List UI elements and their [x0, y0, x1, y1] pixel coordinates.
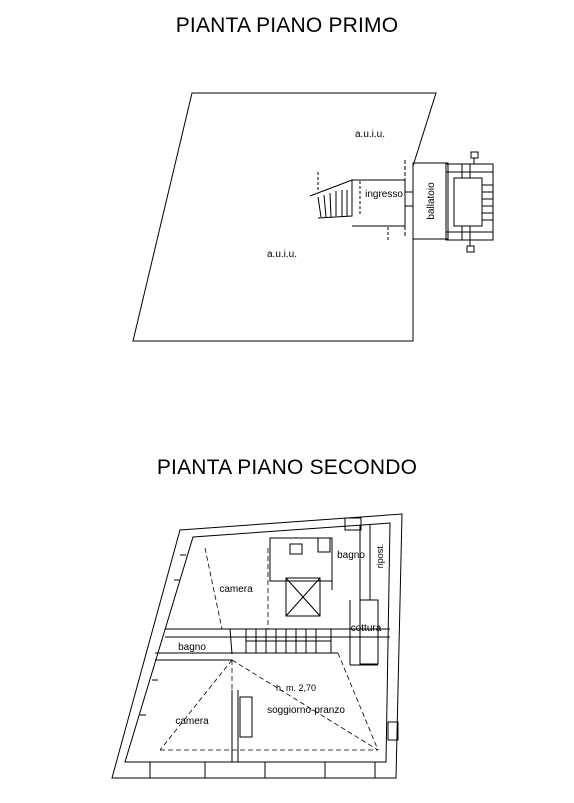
second-floor-inner-wall	[124, 522, 391, 763]
ballatoio-balcony	[412, 162, 449, 240]
label-ceiling-height: h. m. 2,70	[276, 683, 316, 693]
label-camera-top: camera	[219, 584, 253, 595]
label-ripostiglio: ripost.	[375, 544, 385, 569]
kitchen-counter	[359, 599, 379, 665]
label-auiu-main: a.u.i.u.	[267, 249, 297, 260]
label-ballatoio: ballatoio	[426, 182, 437, 220]
internal-staircase	[309, 160, 406, 240]
label-bagno-top: bagno	[337, 550, 365, 561]
second-floor-staircase	[245, 628, 332, 654]
first-floor-outline	[132, 92, 437, 342]
label-auiu-top: a.u.i.u.	[355, 129, 385, 140]
label-cottura: cottura	[351, 623, 382, 634]
second-floor-outline	[111, 513, 403, 779]
label-ingresso: ingresso	[365, 189, 403, 200]
plan-title-first-floor: PIANTA PIANO PRIMO	[175, 14, 399, 37]
label-soggiorno-pranzo: soggiorno-pranzo	[267, 705, 345, 716]
label-bagno-left: bagno	[178, 642, 206, 653]
light-well	[285, 577, 321, 617]
first-floor-plan	[132, 92, 494, 342]
ceiling-dashed-lines	[159, 547, 379, 751]
plan-title-second-floor: PIANTA PIANO SECONDO	[156, 456, 418, 479]
external-staircase	[445, 151, 494, 253]
label-camera-bottom: camera	[175, 716, 209, 727]
